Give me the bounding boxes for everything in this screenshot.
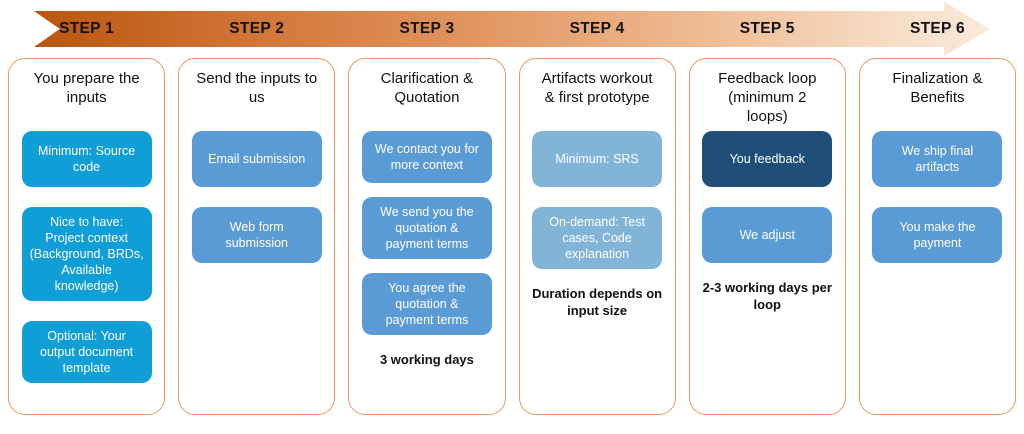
panel-title: Send the inputs to us bbox=[196, 70, 318, 106]
task-box: Minimum: SRS bbox=[532, 131, 663, 187]
task-box-list: You feedback We adjust bbox=[696, 131, 839, 263]
task-box: You agree the quotation & payment terms bbox=[361, 273, 492, 335]
duration-note: 3 working days bbox=[379, 352, 474, 367]
step-label-1: STEP 1 bbox=[59, 20, 115, 37]
panel-step-2: Send the inputs to us Email submission W… bbox=[178, 58, 336, 415]
panel-step-5: Feedback loop (minimum 2 loops) You feed… bbox=[688, 58, 846, 415]
duration-note: 2-3 working days per loop bbox=[702, 280, 832, 312]
panel-title: You prepare the inputs bbox=[33, 70, 140, 106]
panel-title: Feedback loop (minimum 2 loops) bbox=[718, 70, 817, 125]
step-label-6: STEP 6 bbox=[909, 20, 965, 37]
panel-step-3: Clarification & Quotation We contact you… bbox=[348, 58, 506, 415]
task-box: Web form submission bbox=[191, 207, 322, 263]
task-box: We adjust bbox=[702, 207, 833, 263]
task-box-list: Minimum: Source code Nice to have: Proje… bbox=[15, 131, 158, 383]
task-box-list: We ship final artifacts You make the pay… bbox=[866, 131, 1009, 263]
panel-step-6: Finalization & Benefits We ship final ar… bbox=[858, 58, 1017, 415]
task-box: Email submission bbox=[191, 131, 322, 187]
step-label-4: STEP 4 bbox=[569, 20, 625, 37]
task-box: On-demand: Test cases, Code explanation bbox=[532, 207, 663, 269]
panel-step-4: Artifacts workout & first prototype Mini… bbox=[518, 58, 676, 415]
step-label-2: STEP 2 bbox=[229, 20, 285, 37]
task-box: You make the payment bbox=[872, 207, 1003, 263]
task-box-list: Email submission Web form submission bbox=[185, 131, 328, 263]
panel-step-1: You prepare the inputs Minimum: Source c… bbox=[8, 58, 166, 415]
step-panels: You prepare the inputs Minimum: Source c… bbox=[8, 58, 1017, 415]
task-box: We contact you for more context bbox=[361, 131, 492, 183]
task-box-list: We contact you for more context We send … bbox=[355, 131, 498, 335]
task-box: You feedback bbox=[702, 131, 833, 187]
duration-note: Duration depends on input size bbox=[532, 286, 663, 318]
panel-title: Artifacts workout & first prototype bbox=[541, 70, 653, 106]
task-box: Minimum: Source code bbox=[21, 131, 152, 187]
panel-title: Finalization & Benefits bbox=[892, 70, 983, 106]
task-box: Nice to have: Project context (Backgroun… bbox=[21, 207, 152, 301]
task-box-list: Minimum: SRS On-demand: Test cases, Code… bbox=[526, 131, 669, 269]
panel-title: Clarification & Quotation bbox=[380, 70, 474, 106]
step-label-row: STEP 1 STEP 2 STEP 3 STEP 4 STEP 5 STEP … bbox=[8, 13, 1016, 45]
task-box: We send you the quotation & payment term… bbox=[361, 197, 492, 259]
step-label-3: STEP 3 bbox=[399, 20, 455, 37]
task-box: We ship final artifacts bbox=[872, 131, 1003, 187]
step-label-5: STEP 5 bbox=[739, 20, 795, 37]
task-box: Optional: Your output document template bbox=[21, 321, 152, 383]
